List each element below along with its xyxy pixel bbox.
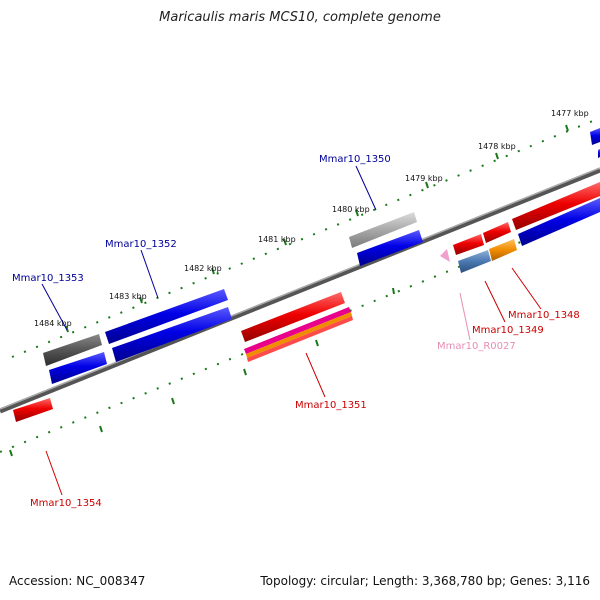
gene-mmar10-1348[interactable] (512, 182, 600, 230)
label-mmar10-1352: Mmar10_1352 (105, 239, 177, 250)
gene-mmar10-r0027[interactable] (440, 249, 450, 262)
map-title: Maricaulis maris MCS10, complete genome (159, 10, 441, 25)
gene-mmar10-1349[interactable] (483, 222, 511, 243)
genome-summary-text: Topology: circular; Length: 3,368,780 bp… (260, 574, 590, 588)
kbp-label: 1482 kbp (184, 264, 222, 273)
label-mmar10-1351: Mmar10_1351 (295, 400, 367, 411)
gene-mmar10-1353[interactable] (43, 334, 102, 366)
gene-labels: Mmar10_1350 Mmar10_1352 Mmar10_1353 Mmar… (12, 154, 580, 509)
kbp-label: 1480 kbp (332, 205, 370, 214)
label-mmar10-1349: Mmar10_1349 (472, 325, 544, 336)
genome-backbone (0, 167, 600, 414)
kbp-label: 1478 kbp (478, 142, 516, 151)
label-mmar10-1350: Mmar10_1350 (319, 154, 391, 165)
gene-forward-edge[interactable] (590, 128, 600, 145)
kbp-major-ticks (9, 124, 569, 457)
kbp-label: 1481 kbp (258, 235, 296, 244)
gene-mmar10-1352[interactable] (105, 289, 228, 344)
accession-text: Accession: NC_008347 (9, 574, 146, 588)
kbp-label: 1483 kbp (109, 292, 147, 301)
label-mmar10-r0027: Mmar10_R0027 (437, 341, 516, 352)
gene-forward-right[interactable] (518, 198, 600, 246)
label-leaders (41, 165, 542, 496)
label-mmar10-1354: Mmar10_1354 (30, 498, 102, 509)
label-mmar10-1348: Mmar10_1348 (508, 310, 580, 321)
label-mmar10-1353: Mmar10_1353 (12, 273, 84, 284)
kbp-label: 1479 kbp (405, 174, 443, 183)
forward-features (43, 128, 600, 384)
gene-mmar10-1354[interactable] (13, 398, 53, 422)
gene-mmar10-1351[interactable] (241, 292, 345, 342)
kbp-labels: 1477 kbp 1478 kbp 1479 kbp 1480 kbp 1481… (34, 109, 589, 328)
gene-mmar10-1350[interactable] (349, 212, 417, 248)
reverse-features (13, 182, 600, 422)
kbp-label: 1484 kbp (34, 319, 72, 328)
kbp-label: 1477 kbp (551, 109, 589, 118)
outer-tick-track (11, 117, 600, 358)
